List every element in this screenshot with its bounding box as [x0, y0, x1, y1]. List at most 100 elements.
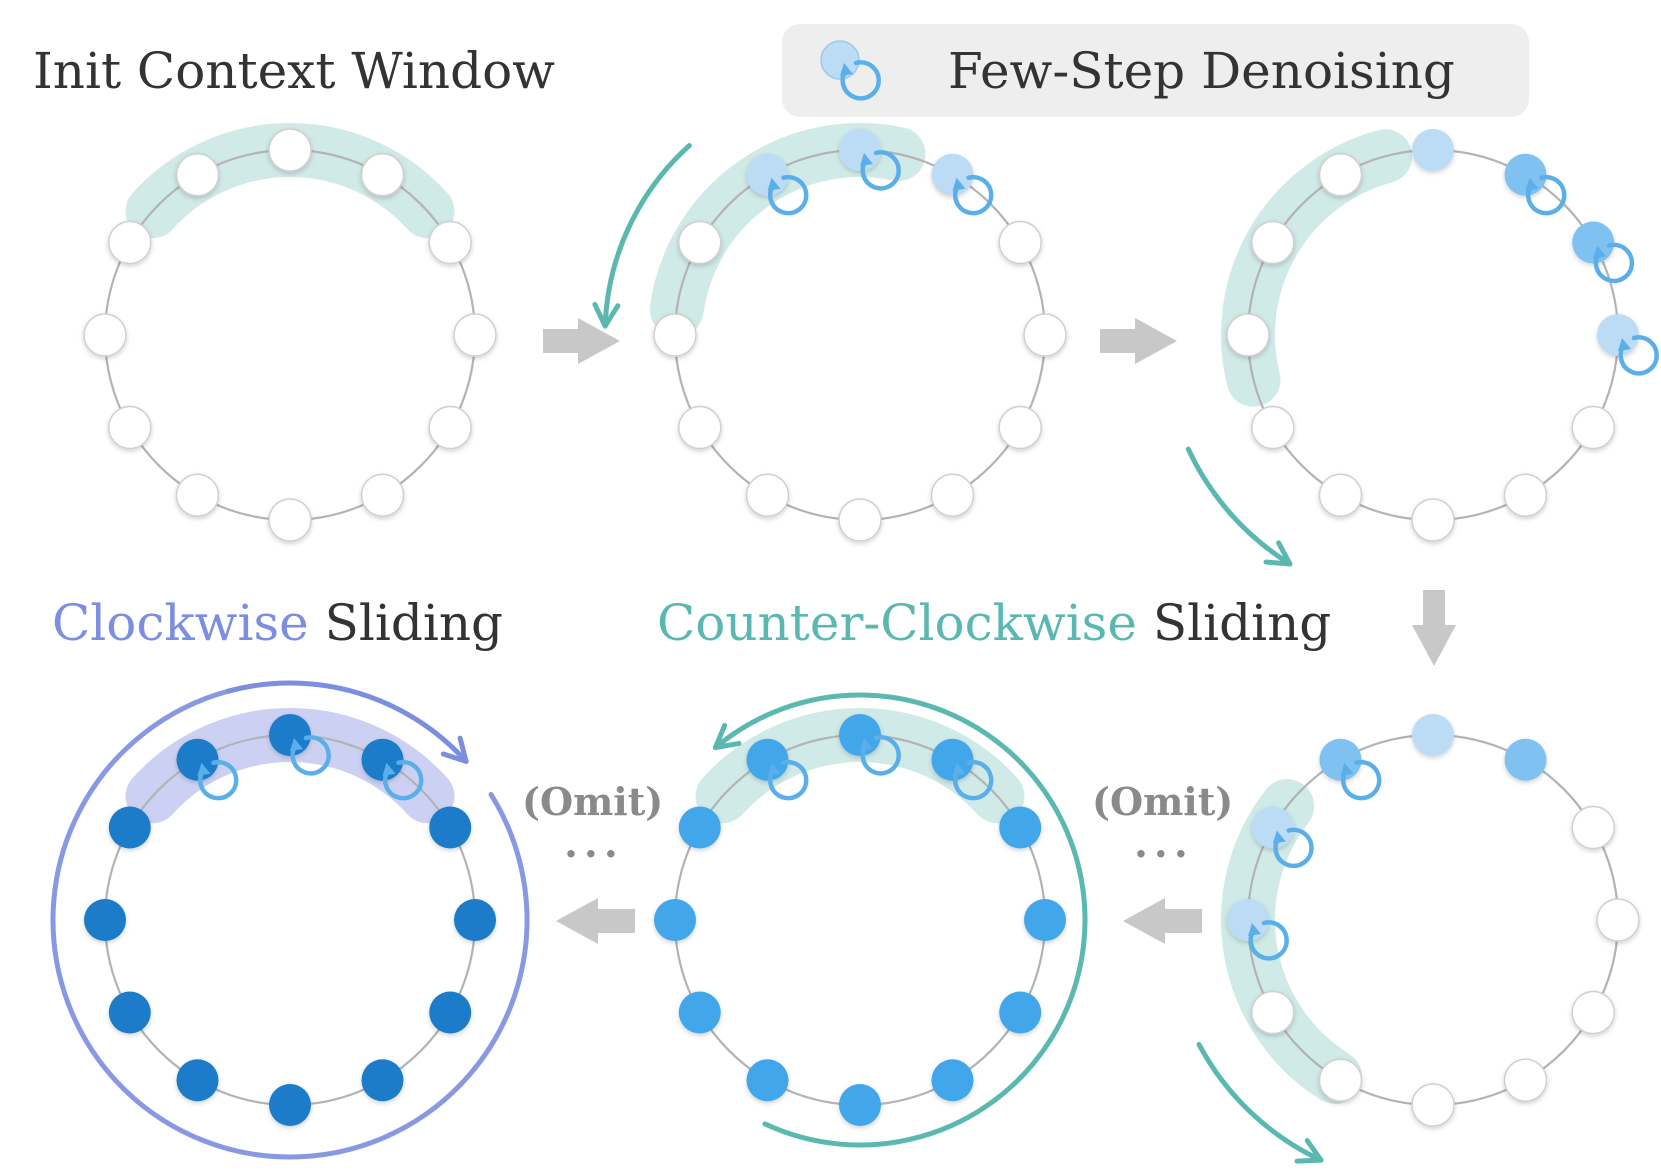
- frame-node: [931, 738, 974, 781]
- frame-node: [108, 220, 152, 265]
- legend: Few-Step Denoising: [782, 24, 1529, 117]
- sliding-word-2: Sliding: [1137, 594, 1331, 652]
- omit-label-right: (Omit): [1092, 779, 1233, 824]
- frame-node: [83, 313, 127, 357]
- frame-node: [1571, 805, 1615, 850]
- denoise-loop-icon: [952, 174, 994, 216]
- denoise-step-2-panel: [1185, 129, 1659, 567]
- frame-node: [269, 714, 311, 756]
- cw-sliding-ring: [50, 688, 530, 1160]
- denoise-loop-icon: [1593, 242, 1635, 284]
- frame-node: [746, 738, 789, 781]
- denoise-loop-icon: [1248, 920, 1289, 961]
- frame-node: [1412, 714, 1454, 756]
- flow-arrow-1-icon: [543, 318, 620, 364]
- frame-node: [1319, 738, 1362, 781]
- panels: [50, 123, 1659, 1164]
- frame-node: [931, 1059, 974, 1102]
- slide-arrow-icon: [602, 142, 692, 329]
- clockwise-result-panel: [50, 680, 530, 1160]
- ccw-sliding-arrow-icon: [712, 692, 1088, 1148]
- flow-arrow-down-icon: [1412, 590, 1456, 666]
- frame-node: [678, 405, 722, 450]
- frame-node: [1318, 1058, 1363, 1102]
- frame-node: [1024, 899, 1066, 941]
- frame-node: [454, 899, 496, 941]
- denoise-loop-icon: [1525, 174, 1567, 216]
- frame-node: [1318, 473, 1363, 517]
- denoise-step-n-panel: [1196, 714, 1640, 1164]
- frame-node: [361, 1059, 404, 1102]
- frame-node: [1251, 405, 1295, 450]
- clockwise-sliding-title: Clockwise Sliding: [52, 594, 503, 652]
- denoise-loop-icon: [197, 759, 239, 801]
- cw-sliding-arrow-icon-head: [440, 735, 469, 764]
- frame-node: [175, 473, 220, 517]
- frame-node: [999, 806, 1042, 849]
- frame-node: [361, 738, 404, 781]
- frame-node: [176, 1059, 219, 1102]
- frame-node: [1251, 806, 1294, 849]
- frame-node: [998, 405, 1042, 450]
- frame-node: [931, 153, 974, 196]
- frame-node: [360, 153, 405, 197]
- frame-node: [429, 991, 472, 1034]
- slide-arrow-icon-head: [592, 301, 621, 329]
- flow-arrow-4-icon: [556, 898, 635, 944]
- flow-arrow-3-icon: [1123, 898, 1202, 944]
- ccw-sliding-arrow-icon-head: [712, 722, 742, 751]
- slide-arrow-icon: [1185, 446, 1293, 567]
- frame-node: [678, 991, 721, 1034]
- frame-node: [1571, 990, 1615, 1035]
- legend-node: [820, 40, 860, 80]
- omit-label-left: (Omit): [522, 779, 663, 824]
- denoise-loop-icon: [290, 735, 331, 776]
- frame-node: [653, 313, 697, 357]
- denoise-loop-icon: [1618, 335, 1659, 376]
- denoise-loop-icon: [860, 150, 901, 191]
- frame-node: [839, 1084, 881, 1126]
- slide-arrow-icon-head: [1294, 1138, 1324, 1164]
- denoise-loop-icon: [1340, 759, 1382, 801]
- frame-node: [1318, 153, 1363, 197]
- frame-node: [1227, 899, 1269, 941]
- frame-node: [678, 220, 722, 265]
- frame-node: [1596, 898, 1640, 942]
- init-context-window-label: Init Context Window: [33, 42, 555, 100]
- frame-node: [999, 991, 1042, 1034]
- frame-node: [429, 806, 472, 849]
- frame-node: [360, 473, 405, 517]
- denoise-loop-icon: [767, 759, 809, 801]
- frame-node: [930, 473, 975, 517]
- frame-node: [746, 1059, 789, 1102]
- frame-node: [654, 899, 696, 941]
- clockwise-word: Clockwise: [52, 594, 309, 652]
- frame-node: [838, 498, 882, 542]
- legend-label: Few-Step Denoising: [948, 42, 1455, 100]
- context-window-band: [1221, 129, 1413, 407]
- frame-node: [268, 498, 312, 542]
- frame-node: [108, 991, 151, 1034]
- denoise-step-1-panel: [592, 123, 1067, 542]
- init-context-window-panel: [83, 123, 497, 542]
- cw-sliding-arrow-icon: [226, 680, 469, 764]
- denoise-loop-icon: [767, 174, 809, 216]
- frame-node: [268, 128, 312, 172]
- frame-node: [1597, 314, 1639, 356]
- frame-node: [839, 714, 881, 756]
- frame-node: [428, 220, 472, 265]
- frame-node: [269, 1084, 311, 1126]
- frame-node: [678, 806, 721, 849]
- frame-node: [175, 153, 220, 197]
- omit-ellipsis-right: ···: [1134, 831, 1194, 878]
- frame-node: [1226, 313, 1270, 357]
- legend-box: [782, 24, 1529, 117]
- frame-node: [1503, 1058, 1548, 1102]
- frame-node: [1023, 313, 1067, 357]
- denoise-loop-icon: [1272, 827, 1314, 869]
- context-window-band: [1221, 779, 1362, 1104]
- counter-clockwise-sliding-title: Counter-Clockwise Sliding: [657, 594, 1331, 652]
- denoise-loop-icon: [952, 759, 994, 801]
- slide-arrow-icon-head: [1263, 540, 1293, 567]
